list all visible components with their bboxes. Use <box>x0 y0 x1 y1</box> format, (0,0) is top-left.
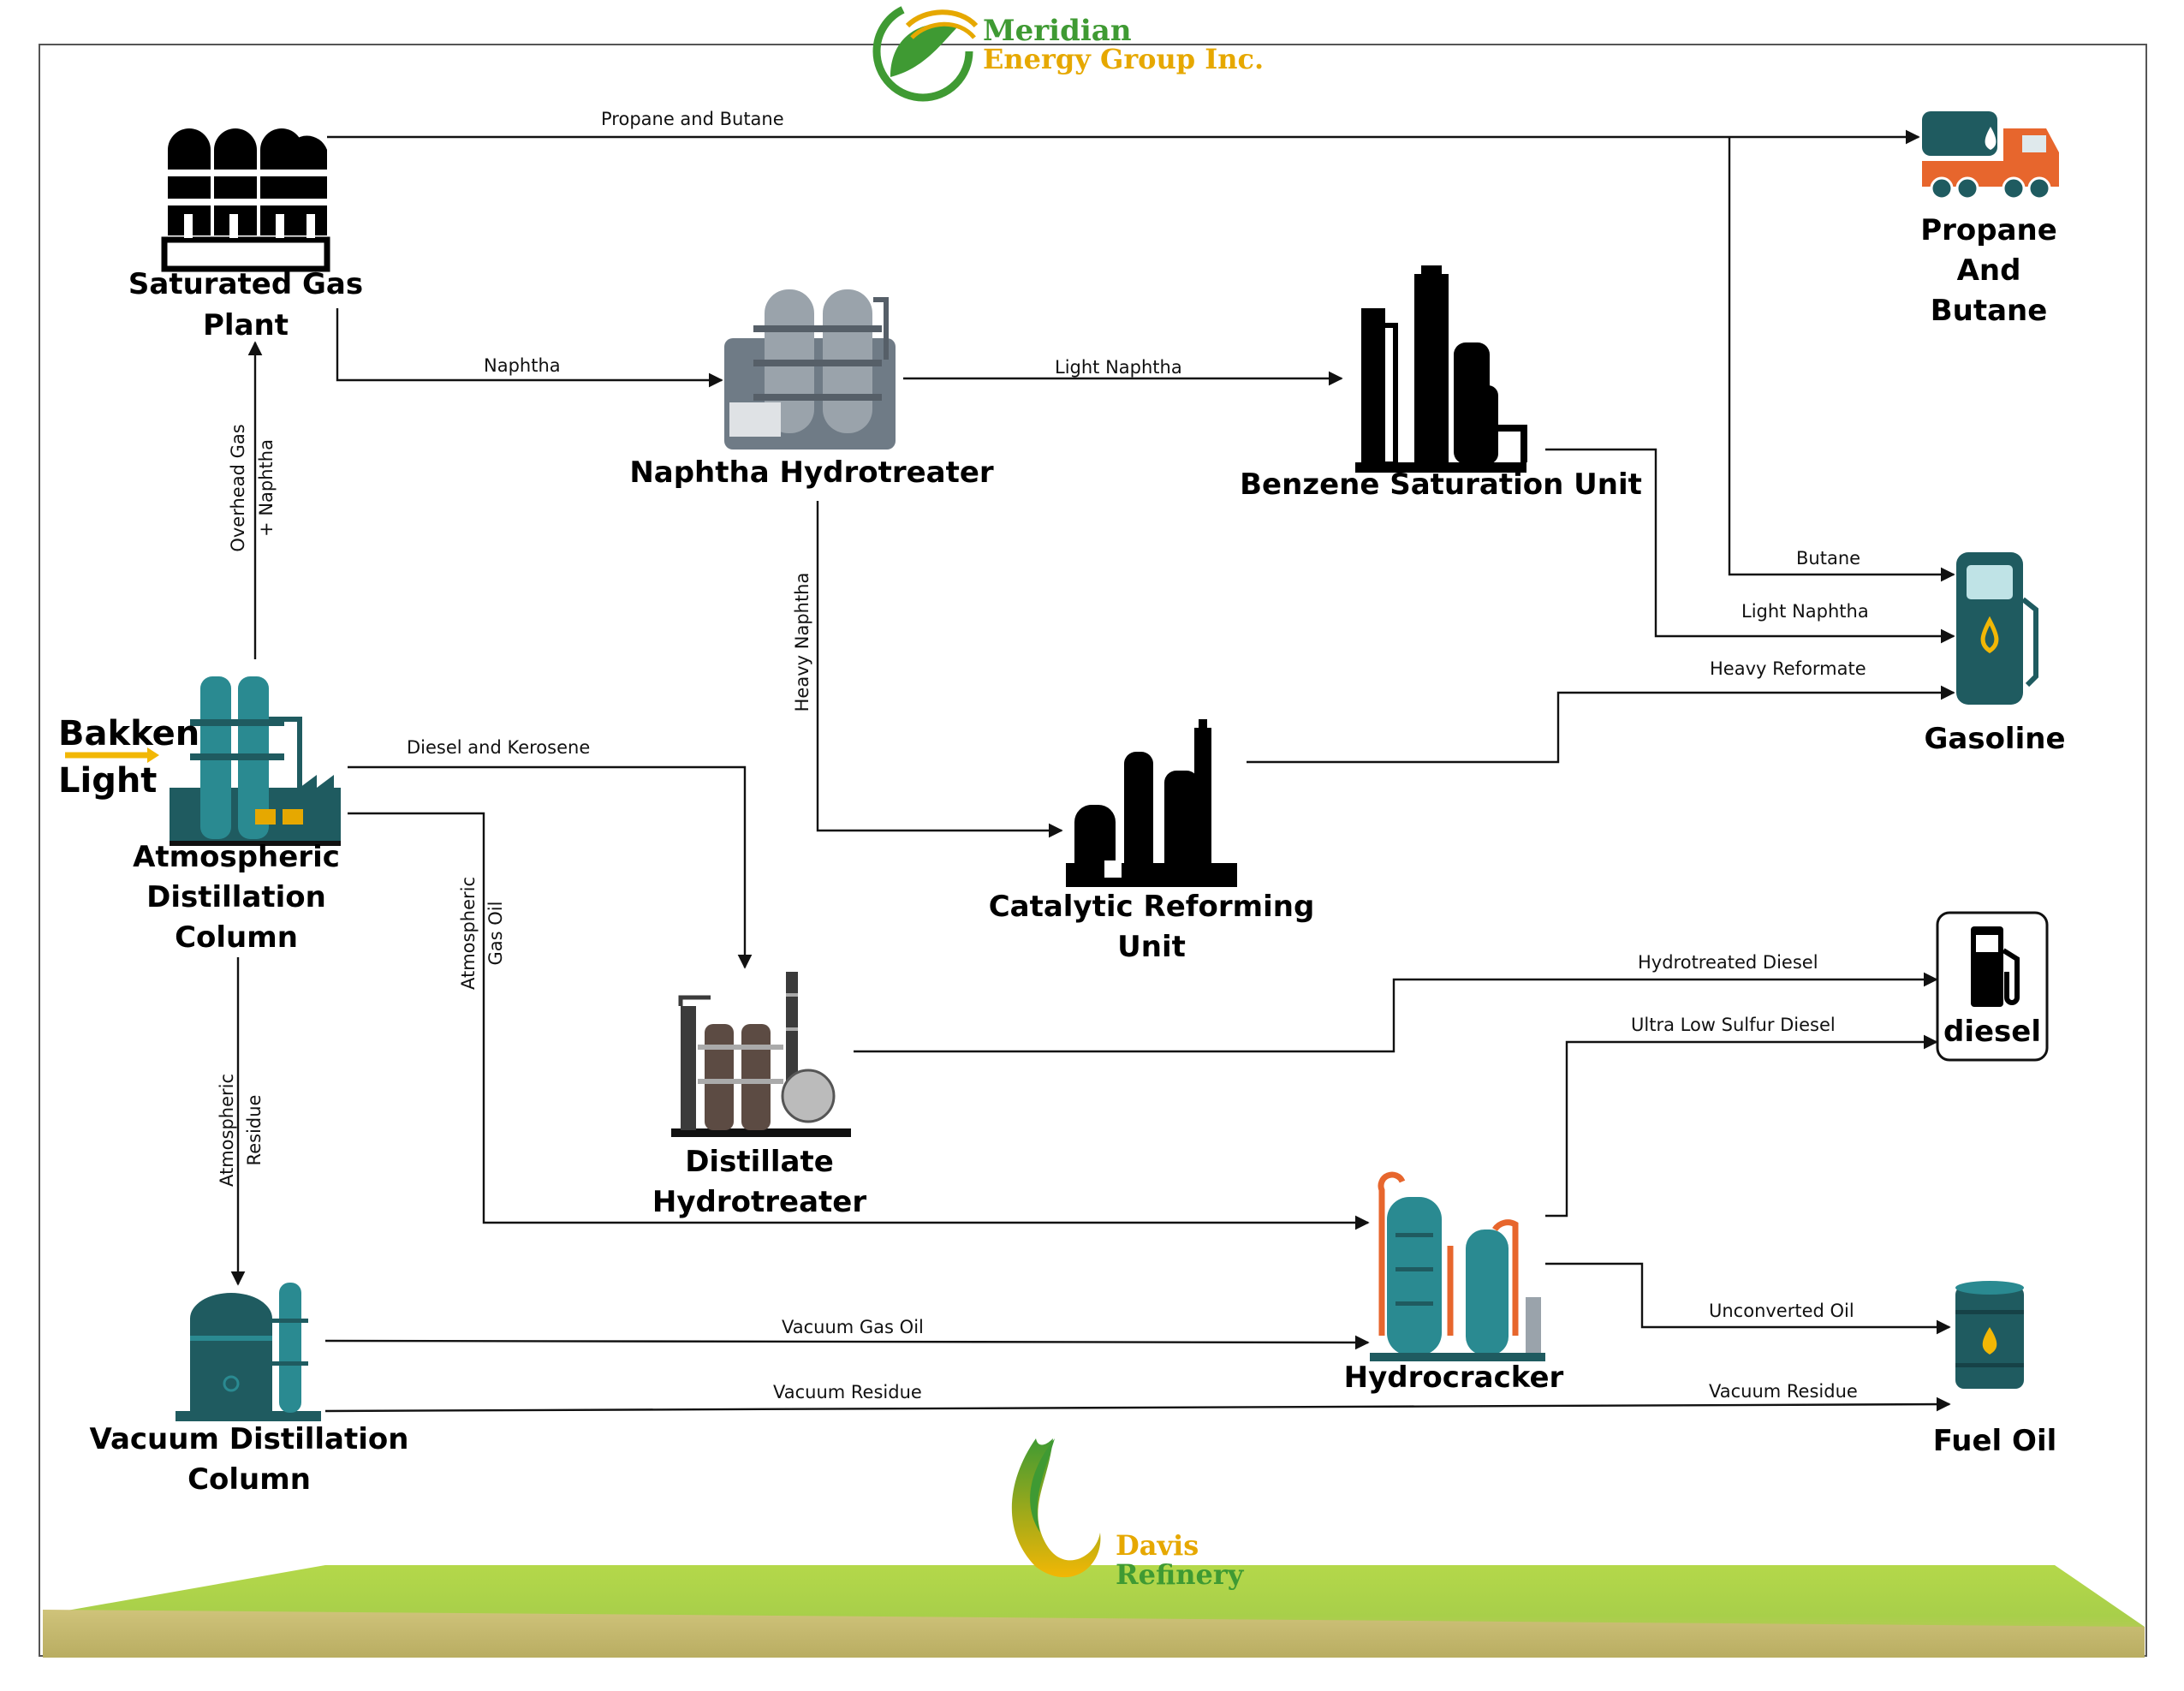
label-vacuum-distillation-1: Vacuum Distillation <box>90 1422 409 1456</box>
label-fuel-oil: Fuel Oil <box>1933 1424 2057 1458</box>
benzene-unit-icon <box>1355 265 1527 473</box>
label-distillate-hydrotreater-1: Distillate <box>685 1145 834 1179</box>
flow-label-ulsd: Ultra Low Sulfur Diesel <box>1631 1015 1836 1035</box>
diesel-pump-icon: diesel <box>1936 911 2049 1062</box>
feed-arrow-head <box>147 747 159 763</box>
meridian-logo-icon <box>872 1 973 102</box>
flow-lines <box>230 129 1955 1413</box>
label-vacuum-distillation-2: Column <box>187 1462 311 1497</box>
meridian-logo-line1: Meridian <box>983 14 1132 48</box>
heavy-naphtha-line <box>816 501 1063 838</box>
davis-refinery-line2: Refinery <box>1116 1558 1245 1591</box>
feed-label-line2: Light <box>58 761 157 801</box>
hydrocracker-icon <box>1370 1171 1545 1361</box>
davis-refinery-logo: Davis Refinery <box>1011 1438 1245 1591</box>
flow-label-vacuum-residue-2: Vacuum Residue <box>1709 1381 1858 1402</box>
propane-truck-icon <box>1922 111 2059 200</box>
vacuum-gas-oil-line <box>324 1335 1370 1350</box>
davis-refinery-line1: Davis <box>1116 1529 1199 1562</box>
feed-label-line1: Bakken <box>58 714 199 753</box>
flow-label-light-naphtha: Light Naphtha <box>1055 357 1182 378</box>
flow-label-atm-residue-2: Residue <box>244 1095 265 1166</box>
fuel-oil-drum-icon <box>1955 1281 2024 1389</box>
hydrotreated-diesel-line <box>854 972 1938 1053</box>
label-atmospheric-1: Atmospheric <box>133 840 340 874</box>
flow-label-butane: Butane <box>1796 548 1860 569</box>
flow-label-atm-gas-oil-1: Atmospheric <box>458 877 479 990</box>
vacuum-column-icon <box>176 1283 321 1421</box>
flow-label-naphtha: Naphtha <box>484 355 561 376</box>
flow-labels: Propane and Butane Naphtha Light Naphtha… <box>217 109 1869 1402</box>
label-atmospheric-3: Column <box>175 920 298 955</box>
unit-labels: Saturated Gas Plant Naphtha Hydrotreater… <box>90 213 2066 1497</box>
gasoline-pump-icon <box>1956 552 2038 705</box>
flow-label-hydrotreated-diesel: Hydrotreated Diesel <box>1638 952 1818 973</box>
ulsd-line <box>1545 1034 1938 1218</box>
flow-label-heavy-reformate: Heavy Reformate <box>1710 658 1866 679</box>
label-propane-butane-3: Butane <box>1931 294 2048 328</box>
flow-label-diesel-kerosene: Diesel and Kerosene <box>407 737 590 758</box>
heavy-reformate-line <box>1247 685 1955 764</box>
atmospheric-gas-oil-line <box>348 812 1370 1230</box>
butane-line <box>1728 137 1955 582</box>
flow-label-overhead-gas-2: + Naphtha <box>256 439 277 537</box>
light-naphtha-gasoline-line <box>1545 448 1955 644</box>
label-distillate-hydrotreater-2: Hydrotreater <box>652 1185 866 1219</box>
label-propane-butane-1: Propane <box>1920 213 2057 247</box>
label-catalytic-reforming-2: Unit <box>1117 930 1186 964</box>
hydrotreater-gray-icon <box>724 289 896 450</box>
flow-label-atm-residue-1: Atmospheric <box>217 1074 237 1187</box>
flow-label-vacuum-residue-1: Vacuum Residue <box>773 1382 922 1402</box>
flow-label-propane-butane: Propane and Butane <box>601 109 784 129</box>
label-saturated-gas-plant-1: Saturated Gas <box>128 267 363 301</box>
flow-label-overhead-gas-1: Overhead Gas <box>228 424 248 551</box>
label-naphtha-hydrotreater: Naphtha Hydrotreater <box>629 455 994 490</box>
label-catalytic-reforming-1: Catalytic Reforming <box>989 890 1315 924</box>
distillate-hydrotreater-icon <box>671 972 851 1137</box>
reformer-icon <box>1066 719 1237 887</box>
flow-label-vacuum-gas-oil: Vacuum Gas Oil <box>782 1317 924 1337</box>
flow-label-light-naphtha-2: Light Naphtha <box>1741 601 1869 622</box>
flow-label-unconverted-oil: Unconverted Oil <box>1709 1301 1854 1321</box>
meridian-logo-line2: Energy Group Inc. <box>983 43 1264 75</box>
meridian-logo: Meridian Energy Group Inc. <box>872 1 1264 102</box>
vacuum-residue-line <box>324 1396 1951 1413</box>
label-benzene-saturation-unit: Benzene Saturation Unit <box>1240 467 1642 502</box>
diesel-kerosene-line <box>348 765 753 969</box>
ground-plane <box>43 1565 2145 1658</box>
flow-label-heavy-naphtha: Heavy Naphtha <box>792 573 812 712</box>
gas-spheres-icon <box>161 128 330 272</box>
label-hydrocracker: Hydrocracker <box>1344 1361 1564 1395</box>
atmospheric-column-icon <box>170 676 341 846</box>
unconverted-oil-line <box>1545 1262 1951 1335</box>
flow-label-atm-gas-oil-2: Gas Oil <box>485 902 506 966</box>
diesel-pump-text: diesel <box>1943 1015 2041 1049</box>
label-saturated-gas-plant-2: Plant <box>203 308 289 342</box>
label-propane-butane-2: And <box>1957 253 2021 288</box>
naphtha-line <box>336 308 723 388</box>
label-gasoline: Gasoline <box>1924 722 2065 756</box>
label-atmospheric-2: Distillation <box>146 880 326 914</box>
davis-refinery-drop-icon <box>1011 1438 1101 1578</box>
